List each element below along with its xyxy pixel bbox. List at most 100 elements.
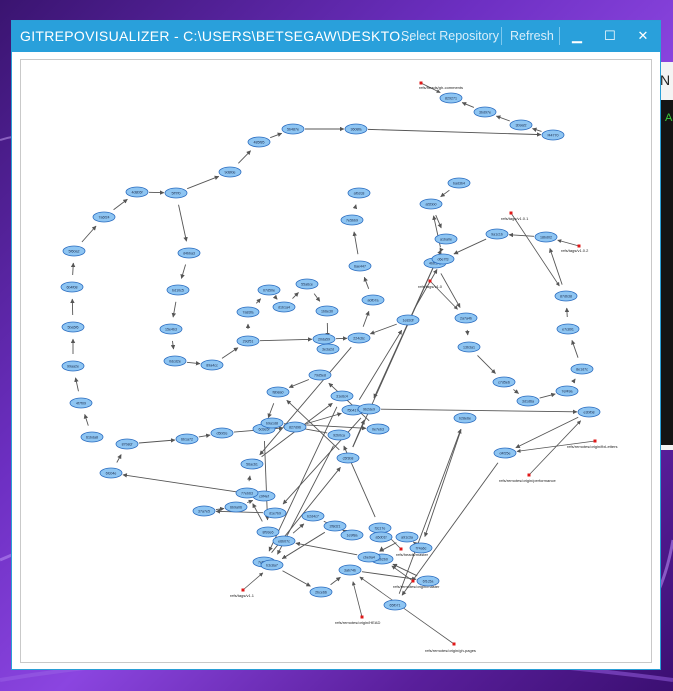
commit-node[interactable]: 3bd97e bbox=[473, 106, 497, 118]
minimize-icon[interactable]: ▁ bbox=[572, 28, 582, 43]
commit-node[interactable]: 1e9f8a bbox=[340, 529, 364, 541]
commit-node[interactable]: d4f25e bbox=[493, 447, 517, 459]
commit-node[interactable]: 6ae447 bbox=[348, 260, 372, 272]
maximize-icon[interactable]: ☐ bbox=[604, 28, 616, 43]
commit-node[interactable]: 65fb71 bbox=[383, 599, 407, 611]
commit-node[interactable]: 7ef49a bbox=[555, 385, 579, 397]
commit-node[interactable]: 6fc04e bbox=[99, 467, 123, 479]
commit-graph[interactable]: refs/heads/gh-commentsrefs/tags/v1.0.1re… bbox=[21, 60, 651, 662]
commit-node[interactable]: 77eb63 bbox=[235, 487, 259, 499]
commit-node[interactable]: b3c8a7 bbox=[260, 559, 284, 571]
commit-node[interactable]: afb2c8 bbox=[347, 187, 371, 199]
commit-node[interactable]: 6f1c5a bbox=[416, 575, 440, 587]
commit-node[interactable]: b2d4c7 bbox=[301, 510, 325, 522]
commit-node[interactable]: d6e7f3 bbox=[431, 253, 455, 265]
commit-node[interactable]: c7d5e6 bbox=[492, 376, 516, 388]
commit-node[interactable]: 37a7e5 bbox=[192, 505, 216, 517]
commit-node-label: f44770 bbox=[548, 134, 559, 138]
commit-node[interactable]: 5ba5f6 bbox=[61, 321, 85, 333]
commit-node[interactable]: 5ff7f0 bbox=[164, 187, 188, 199]
commit-node[interactable]: d1b1a4 bbox=[272, 301, 296, 313]
commit-node[interactable]: 2bce66 bbox=[309, 586, 333, 598]
commit-node[interactable]: 3e3a2d bbox=[316, 343, 340, 355]
commit-node[interactable]: 2a7a4b bbox=[454, 312, 478, 324]
commit-node[interactable]: 1e82df bbox=[396, 314, 420, 326]
commit-node[interactable]: f74a6c bbox=[409, 542, 433, 554]
commit-node[interactable]: 9b2de9 bbox=[357, 403, 381, 415]
close-icon[interactable]: ✕ bbox=[637, 28, 649, 43]
commit-node[interactable]: 0dcd2e bbox=[163, 355, 187, 367]
commit-node-label: 6fc04e bbox=[106, 472, 117, 476]
commit-node[interactable]: cbe9a4 bbox=[357, 551, 381, 563]
commit-node[interactable]: d5bf2e bbox=[210, 427, 234, 439]
commit-node[interactable]: f8b8a0 bbox=[266, 386, 290, 398]
commit-node[interactable]: 6b9a06 bbox=[224, 501, 248, 513]
commit-node[interactable]: a1ba0e bbox=[434, 233, 458, 245]
commit-node-shape bbox=[419, 198, 443, 210]
commit-node[interactable]: a91c3a bbox=[395, 531, 419, 543]
commit-node[interactable]: a5d01f bbox=[369, 531, 393, 543]
commit-node[interactable]: 7a83fa bbox=[236, 306, 260, 318]
commit-node[interactable]: c5f3b8 bbox=[336, 452, 360, 464]
commit-node[interactable]: f3c17e bbox=[368, 522, 392, 534]
commit-node[interactable]: c9f4ef bbox=[252, 490, 276, 502]
commit-node[interactable]: 829271 bbox=[439, 92, 463, 104]
commit-node[interactable]: e3bfb8 bbox=[577, 406, 601, 418]
commit-node-shape bbox=[69, 397, 93, 409]
commit-node[interactable]: 99aa2e bbox=[61, 360, 85, 372]
commit-node[interactable]: 1b6e30 bbox=[315, 305, 339, 317]
commit-node[interactable]: 7a6f24 bbox=[92, 211, 116, 223]
commit-node[interactable]: 8e1d7c bbox=[570, 363, 594, 375]
select-repository-button[interactable]: Select Repository bbox=[401, 29, 499, 43]
commit-node[interactable]: 7e5bb9 bbox=[340, 214, 364, 226]
commit-node[interactable]: bad3b4 bbox=[447, 177, 471, 189]
title-bar[interactable]: GITREPOVISUALIZER - C:\USERS\BETSEGAW\DE… bbox=[12, 21, 660, 52]
commit-node[interactable]: e7c891 bbox=[556, 323, 580, 335]
commit-node[interactable]: 3608fa bbox=[344, 123, 368, 135]
commit-node[interactable]: 79d5e8 bbox=[308, 369, 332, 381]
commit-node[interactable]: 5f60a2 bbox=[62, 245, 86, 257]
commit-node[interactable]: 5b487e bbox=[281, 123, 305, 135]
commit-node[interactable]: 07d50e bbox=[257, 284, 281, 296]
commit-node[interactable]: bd10c5 bbox=[166, 284, 190, 296]
commit-node[interactable]: f44770 bbox=[541, 129, 565, 141]
commit-node[interactable]: 9a1c1b bbox=[485, 228, 509, 240]
commit-node[interactable]: 6b1a72 bbox=[175, 433, 199, 445]
commit-node[interactable]: 15e4b3 bbox=[159, 323, 183, 335]
commit-node[interactable]: 6b4f08 bbox=[60, 281, 84, 293]
commit-node[interactable]: 31e6c4 bbox=[330, 390, 354, 402]
commit-node[interactable]: 20da59 bbox=[312, 333, 336, 345]
commit-node[interactable]: 56ac61 bbox=[240, 458, 264, 470]
commit-node[interactable]: af2bb0 bbox=[419, 198, 443, 210]
commit-node[interactable]: d4bba3 bbox=[177, 247, 201, 259]
commit-node[interactable]: 2f8d21 bbox=[323, 520, 347, 532]
commit-node[interactable]: 4d8b5f bbox=[125, 186, 149, 198]
commit-node[interactable]: 92b0ca bbox=[327, 429, 351, 441]
commit-node[interactable]: a0fb7a bbox=[361, 294, 385, 306]
ref-marker bbox=[577, 244, 581, 248]
commit-node[interactable]: 87b8cf bbox=[115, 438, 139, 450]
commit-node[interactable]: 13b3a1 bbox=[457, 341, 481, 353]
commit-node[interactable]: b28e6e bbox=[453, 412, 477, 424]
commit-node[interactable]: 8f93e6 bbox=[256, 526, 280, 538]
commit-node[interactable]: 29cf51 bbox=[236, 335, 260, 347]
refresh-button[interactable]: Refresh bbox=[510, 29, 554, 43]
commit-node[interactable]: e6b07c bbox=[272, 535, 296, 547]
commit-node[interactable]: 827d96 bbox=[283, 421, 307, 433]
commit-node[interactable]: 3b9af2 bbox=[509, 119, 533, 131]
commit-node[interactable]: 61bda8 bbox=[80, 431, 104, 443]
commit-node[interactable]: 89a4cc bbox=[200, 359, 224, 371]
commit-node[interactable]: b9a1d8 bbox=[260, 417, 284, 429]
commit-node[interactable]: 0e7eb3 bbox=[366, 423, 390, 435]
commit-node[interactable]: 224c6c bbox=[347, 332, 371, 344]
commit-node[interactable]: 3ab74b bbox=[338, 564, 362, 576]
commit-node[interactable]: d1e7b9 bbox=[263, 507, 287, 519]
commit-node[interactable]: 485f85 bbox=[247, 136, 271, 148]
commit-node[interactable]: 3d1d6a bbox=[516, 395, 540, 407]
commit-node[interactable]: 9d8fde bbox=[218, 166, 242, 178]
commit-node[interactable]: 87db38 bbox=[554, 290, 578, 302]
commit-node[interactable]: 18bd02 bbox=[534, 231, 558, 243]
commit-node[interactable]: 55a6ce bbox=[295, 278, 319, 290]
commit-node[interactable]: 4f7f09 bbox=[69, 397, 93, 409]
